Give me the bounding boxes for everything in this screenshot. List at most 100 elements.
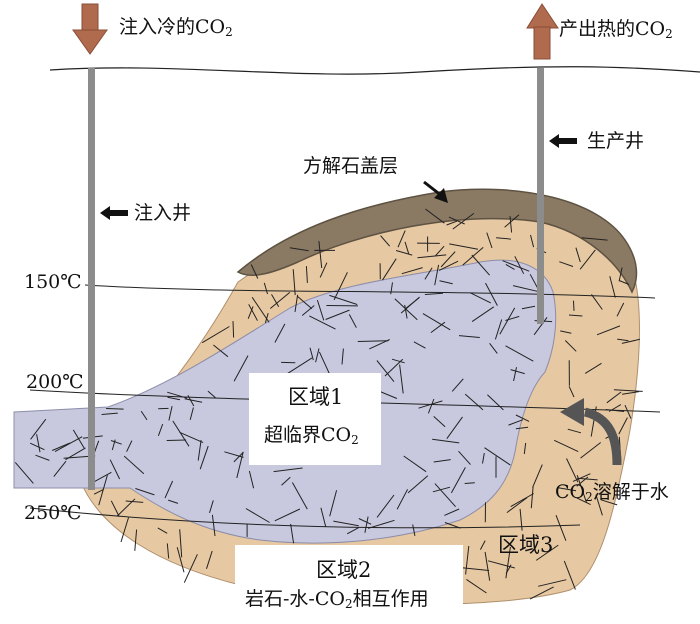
fracture-line: [576, 476, 589, 487]
fracture-line: [449, 243, 479, 250]
fracture-line: [274, 508, 301, 522]
fracture-line: [529, 586, 554, 600]
fracture-line: [505, 263, 515, 270]
fracture-line: [403, 455, 427, 473]
fracture-line: [470, 292, 492, 304]
fracture-line: [591, 294, 603, 310]
fracture-line: [271, 294, 280, 307]
fracture-line: [166, 543, 170, 559]
fracture-line: [309, 315, 336, 330]
fracture-line: [318, 241, 323, 269]
inject-arrow: [72, 3, 108, 55]
fracture-line: [558, 487, 577, 492]
fracture-line: [329, 490, 338, 517]
production-well: [537, 68, 544, 324]
fracture-line: [316, 299, 325, 321]
fracture-line: [532, 464, 543, 488]
fracture-line: [434, 483, 456, 508]
fracture-line: [485, 282, 498, 306]
caprock-pointer-icon: [423, 180, 448, 203]
fracture-line: [301, 305, 315, 316]
fracture-line: [427, 398, 435, 414]
fracture-line: [465, 545, 470, 575]
injection-well: [88, 68, 95, 490]
fracture-line: [486, 232, 493, 249]
fracture-line: [172, 420, 190, 447]
fracture-line: [434, 245, 445, 257]
fracture-line: [168, 499, 179, 504]
fracture-line: [424, 267, 433, 280]
fracture-line: [209, 500, 214, 514]
fracture-line: [233, 451, 244, 463]
fracture-line: [464, 482, 475, 484]
production-well-pointer-icon: [549, 134, 577, 148]
fracture-line: [134, 529, 138, 551]
fracture-line: [364, 516, 369, 533]
fracture-line: [381, 258, 397, 281]
fracture-line: [575, 247, 581, 263]
fracture-line: [224, 451, 244, 458]
isotherm-150-line: [84, 284, 656, 299]
fracture-line: [446, 220, 458, 226]
fracture-line: [14, 462, 34, 484]
fracture-line: [496, 237, 511, 240]
fracture-line: [109, 459, 121, 480]
fracture-line: [123, 455, 145, 475]
fracture-line: [357, 340, 389, 342]
fracture-line: [448, 216, 465, 225]
fracture-line: [499, 307, 516, 335]
fracture-line: [413, 341, 426, 349]
fracture-line: [309, 347, 314, 361]
fracture-line: [508, 419, 524, 426]
fracture-line: [609, 276, 616, 298]
fracture-line: [422, 313, 451, 331]
fracture-line: [348, 314, 357, 328]
fracture-line: [168, 405, 173, 421]
fracture-line: [616, 302, 625, 317]
fracture-line: [206, 550, 213, 569]
fracture-line: [236, 452, 244, 479]
fracture-line: [250, 264, 259, 279]
fracture-line: [487, 394, 504, 411]
fracture-line: [438, 260, 459, 271]
fracture-line: [333, 272, 348, 301]
fracture-line: [471, 306, 495, 323]
fracture-line: [54, 436, 83, 453]
fracture-line: [341, 348, 344, 365]
fracture-line: [502, 260, 530, 272]
fracture-line: [618, 267, 623, 282]
fracture-line: [213, 344, 229, 358]
fracture-line: [110, 440, 122, 445]
fracture-line: [514, 256, 525, 275]
zone3-title: 区域3: [498, 533, 554, 557]
fracture-line: [116, 498, 136, 517]
fracture-line: [110, 500, 120, 517]
fracture-line: [622, 391, 640, 395]
fracture-line: [346, 527, 360, 535]
isotherm-200-label: 200℃: [26, 371, 84, 393]
fracture-line: [329, 294, 358, 305]
fracture-line: [535, 544, 559, 561]
fracture-line: [189, 407, 194, 421]
zone2-title: 区域2: [316, 558, 372, 582]
fracture-line: [407, 475, 429, 494]
fracture-line: [399, 364, 404, 394]
produce-arrow: [526, 3, 559, 60]
fracture-line: [464, 393, 484, 411]
fracture-line: [294, 294, 299, 312]
fracture-line: [523, 442, 527, 455]
fracture-line: [606, 391, 622, 404]
fracture-line: [494, 319, 503, 340]
fracture-line: [617, 338, 629, 342]
fracture-line: [621, 338, 641, 344]
fracture-line: [515, 414, 530, 422]
fracture-line: [285, 357, 313, 376]
fracture-line: [439, 280, 453, 285]
fracture-line: [289, 247, 309, 252]
fracture-line: [581, 237, 608, 241]
fracture-line: [487, 560, 515, 569]
fracture-line: [333, 520, 359, 527]
fracture-line: [479, 540, 486, 550]
fracture-line: [358, 518, 372, 525]
fracture-line: [248, 304, 258, 321]
